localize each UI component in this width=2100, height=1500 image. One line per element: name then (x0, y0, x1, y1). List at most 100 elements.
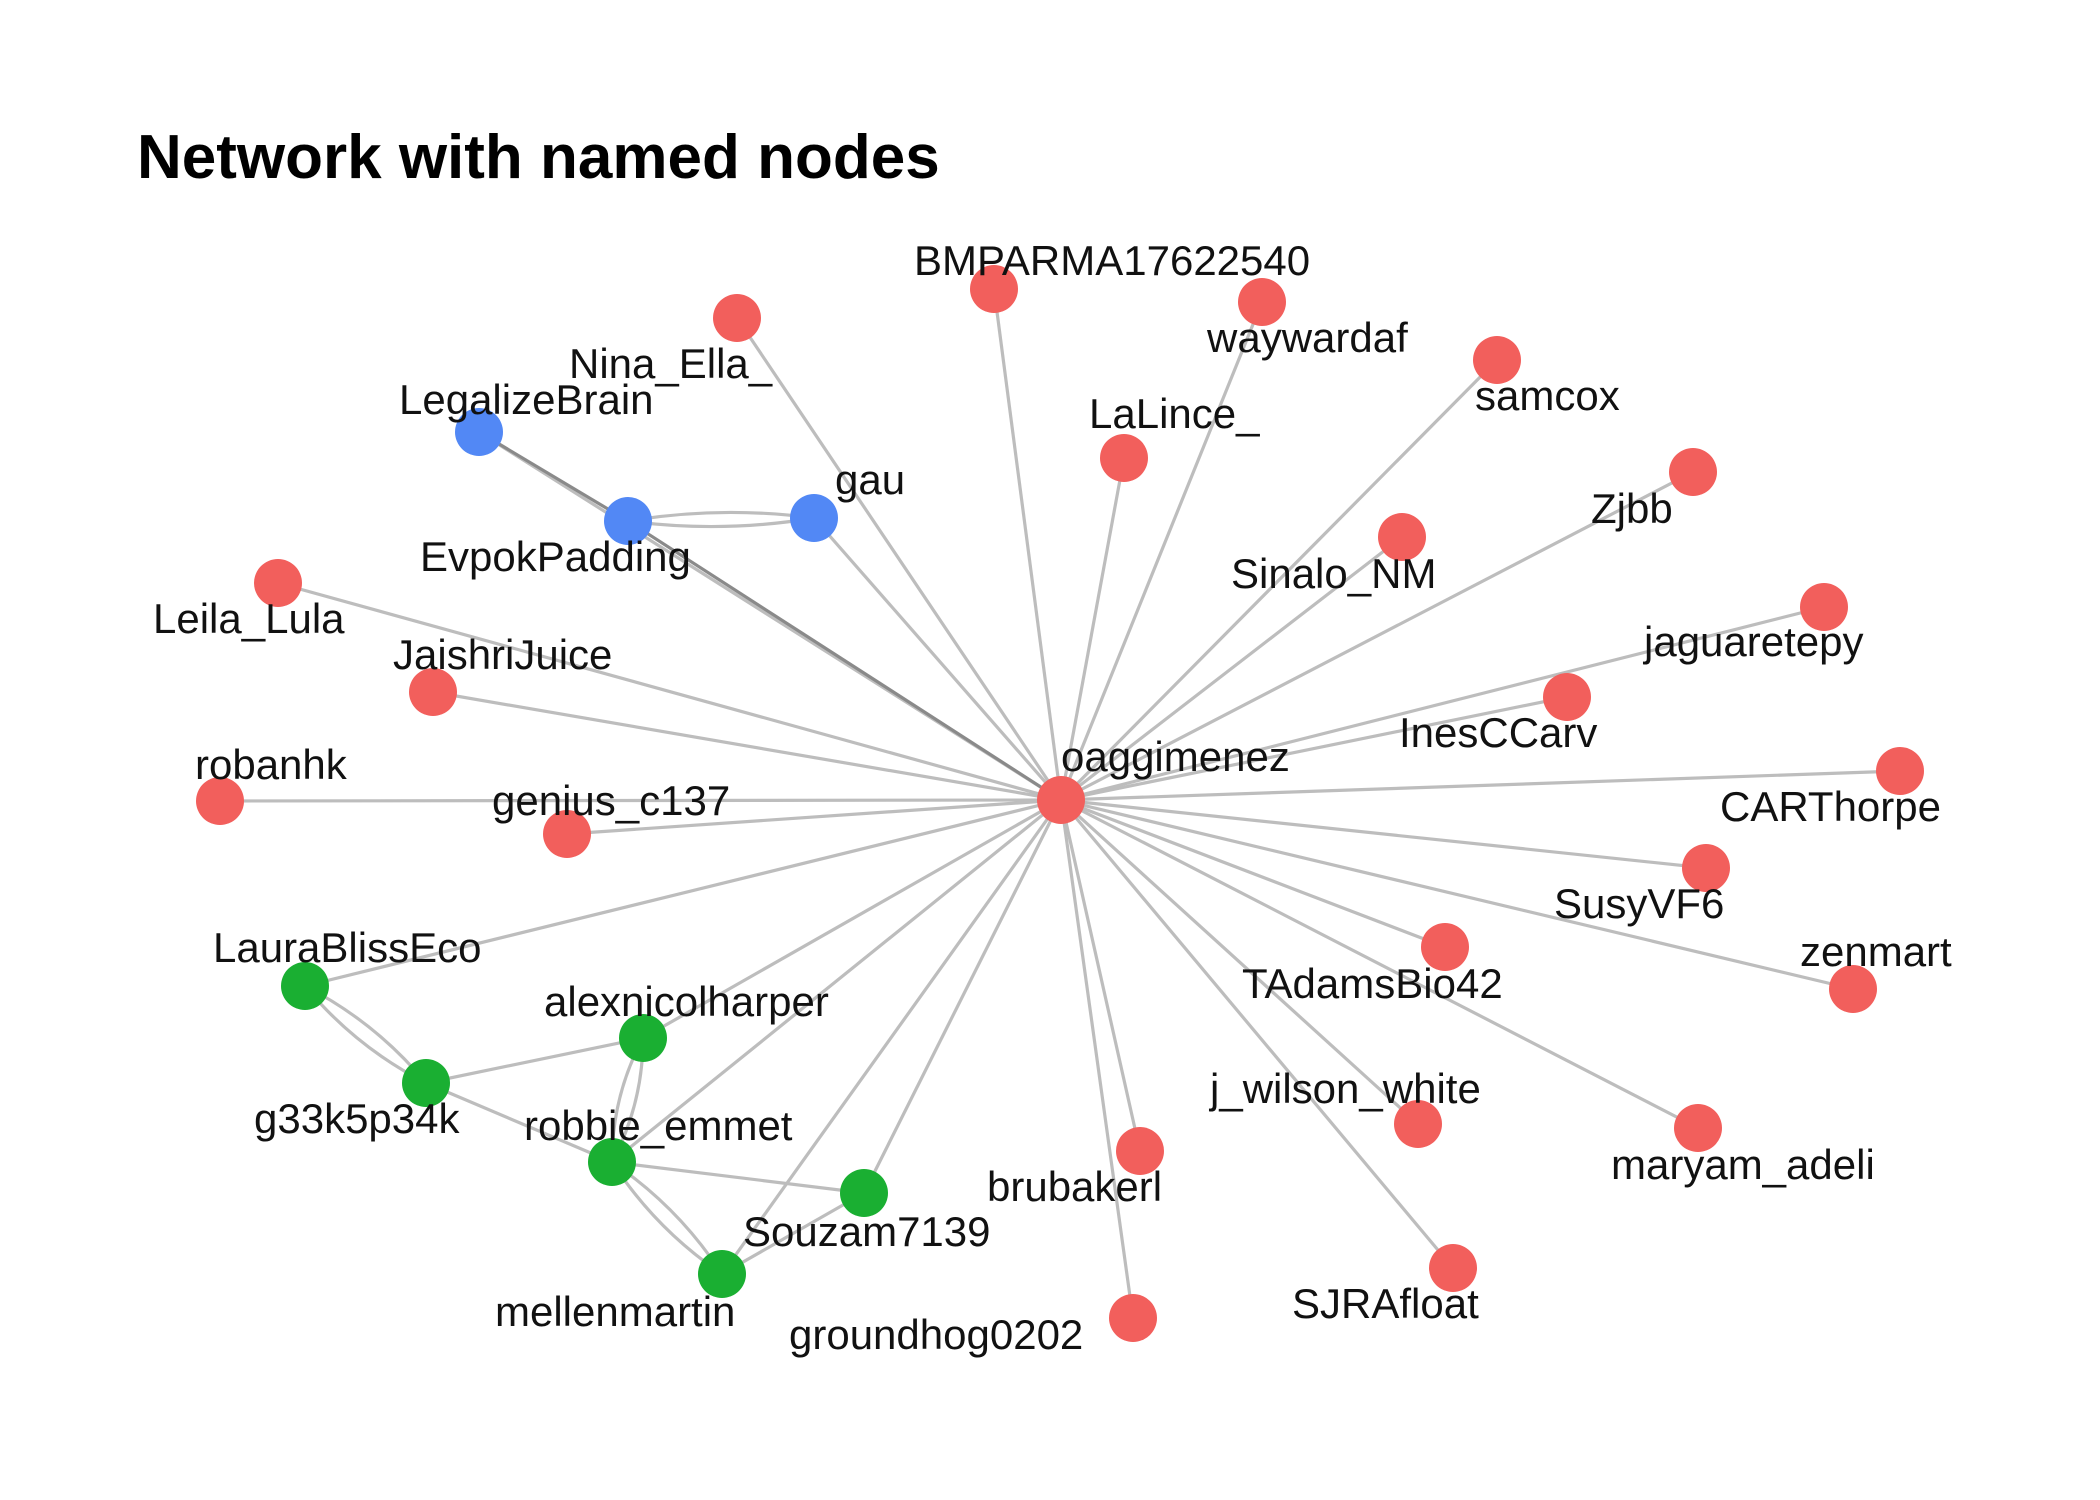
edge-oaggimenez-maryam-adeli (1060, 798, 1699, 1130)
node-label-oaggimenez: oaggimenez (1061, 733, 1290, 780)
node-sjrafloat[interactable] (1429, 1244, 1477, 1292)
node-label-lalince: LaLince_ (1089, 390, 1260, 437)
node-label-brubakerl: brubakerl (987, 1163, 1162, 1210)
node-robanhk[interactable] (196, 777, 244, 825)
node-layer (196, 265, 1924, 1342)
node-zenmart[interactable] (1829, 965, 1877, 1013)
edge-evpokpadding-gau (627, 516, 815, 529)
node-genius-c137[interactable] (543, 810, 591, 858)
edge-legalizebrain-evpokpadding (478, 430, 629, 523)
graph-title: Network with named nodes (137, 123, 940, 192)
node-zjbb[interactable] (1669, 448, 1717, 496)
edge-oaggimenez-mellenmartin (720, 799, 1063, 1275)
edge-oaggimenez-gau (812, 516, 1063, 802)
node-susyvf6[interactable] (1682, 844, 1730, 892)
node-label-nina-ella: Nina_Ella_ (569, 340, 773, 387)
node-oaggimenez[interactable] (1037, 776, 1085, 824)
node-sinalo-nm[interactable] (1378, 513, 1426, 561)
node-waywardaf[interactable] (1238, 278, 1286, 326)
node-label-mellenmartin: mellenmartin (495, 1288, 735, 1335)
node-label-inesccarv: InesCCarv (1399, 709, 1597, 756)
node-lalince[interactable] (1100, 434, 1148, 482)
edge-oaggimenez-leila-lula (277, 581, 1062, 802)
edge-g33k5p34k-alexnicolharper (425, 1036, 644, 1085)
edge-oaggimenez-susyvf6 (1060, 798, 1707, 870)
edge-oaggimenez-sinalo-nm (1060, 535, 1403, 802)
edge-oaggimenez-robanhk (219, 798, 1062, 803)
edge-oaggimenez-genius-c137 (566, 798, 1062, 836)
node-j-wilson-white[interactable] (1394, 1100, 1442, 1148)
edge-evpokpadding-gau (627, 510, 815, 523)
edge-oaggimenez-samcox (1059, 358, 1499, 802)
node-label-carthorpe: CARThorpe (1720, 783, 1941, 830)
node-groundhog0202[interactable] (1109, 1294, 1157, 1342)
node-label-gau: gau (835, 456, 905, 503)
node-label-alexnicolharper: alexnicolharper (544, 978, 829, 1025)
node-souzam7139[interactable] (840, 1169, 888, 1217)
node-jaguaretepy[interactable] (1800, 583, 1848, 631)
node-label-groundhog0202: groundhog0202 (789, 1311, 1083, 1358)
edge-oaggimenez-tadamsbio42 (1060, 798, 1446, 949)
node-label-sjrafloat: SJRAfloat (1292, 1280, 1479, 1327)
node-g33k5p34k[interactable] (402, 1059, 450, 1107)
node-label-laurablisseco: LauraBlissEco (213, 924, 481, 971)
edge-oaggimenez-lalince (1059, 457, 1126, 801)
edge-oaggimenez-robbie-emmet (610, 798, 1063, 1164)
node-label-waywardaf: waywardaf (1206, 314, 1408, 361)
node-evpokpadding[interactable] (604, 497, 652, 545)
node-label-zenmart: zenmart (1800, 928, 1952, 975)
edge-oaggimenez-groundhog0202 (1059, 799, 1135, 1319)
node-label-tadamsbio42: TAdamsBio42 (1242, 960, 1503, 1007)
edge-oaggimenez-zjbb (1060, 470, 1694, 802)
node-mellenmartin[interactable] (698, 1250, 746, 1298)
edge-oaggimenez-nina-ella (735, 317, 1063, 801)
node-legalizebrain[interactable] (455, 408, 503, 456)
edge-robbie-emmet-souzam7139 (611, 1160, 865, 1195)
node-label-robanhk: robanhk (195, 741, 348, 788)
node-label-bmparma17622540: BMPARMA17622540 (914, 237, 1310, 284)
edge-oaggimenez-bmparma17622540 (992, 288, 1063, 801)
edge-mellenmartin-souzam7139 (721, 1191, 865, 1276)
node-label-j-wilson-white: j_wilson_white (1208, 1065, 1481, 1112)
node-label-robbie-emmet: robbie_emmet (524, 1102, 793, 1149)
edge-oaggimenez-j-wilson-white (1059, 798, 1420, 1126)
node-label-zjbb: Zjbb (1591, 485, 1673, 532)
node-jaishrijuice[interactable] (409, 668, 457, 716)
node-label-legalizebrain: LegalizeBrain (399, 376, 654, 423)
node-carthorpe[interactable] (1876, 747, 1924, 795)
node-label-souzam7139: Souzam7139 (743, 1208, 991, 1255)
edge-oaggimenez-zenmart (1060, 798, 1854, 991)
edge-oaggimenez-souzam7139 (862, 799, 1063, 1194)
edge-oaggimenez-jaishrijuice (432, 690, 1062, 802)
edge-oaggimenez-sjrafloat (1059, 798, 1455, 1270)
node-label-jaguaretepy: jaguaretepy (1642, 618, 1864, 665)
node-label-susyvf6: SusyVF6 (1554, 880, 1724, 927)
edge-g33k5p34k-robbie-emmet (425, 1081, 613, 1164)
node-label-sinalo-nm: Sinalo_NM (1231, 550, 1436, 597)
edge-oaggimenez-brubakerl (1059, 799, 1142, 1152)
node-maryam-adeli[interactable] (1674, 1104, 1722, 1152)
edge-oaggimenez-laurablisseco (304, 798, 1062, 988)
edge-oaggimenez-jaguaretepy (1060, 605, 1825, 802)
node-nina-ella[interactable] (713, 294, 761, 342)
node-label-leila-lula: Leila_Lula (153, 595, 345, 642)
node-leila-lula[interactable] (254, 559, 302, 607)
node-robbie-emmet[interactable] (588, 1138, 636, 1186)
edge-oaggimenez-alexnicolharper (642, 798, 1062, 1040)
node-laurablisseco[interactable] (281, 962, 329, 1010)
node-tadamsbio42[interactable] (1421, 923, 1469, 971)
node-label-g33k5p34k: g33k5p34k (254, 1095, 461, 1142)
edge-oaggimenez-inesccarv (1060, 695, 1568, 802)
node-inesccarv[interactable] (1543, 673, 1591, 721)
node-samcox[interactable] (1473, 336, 1521, 384)
node-gau[interactable] (790, 494, 838, 542)
edge-oaggimenez-evpokpadding (627, 519, 1062, 802)
node-alexnicolharper[interactable] (619, 1014, 667, 1062)
node-brubakerl[interactable] (1116, 1127, 1164, 1175)
node-label-maryam-adeli: maryam_adeli (1611, 1141, 1875, 1188)
node-label-evpokpadding: EvpokPadding (420, 533, 691, 580)
edge-oaggimenez-waywardaf (1059, 301, 1264, 801)
node-bmparma17622540[interactable] (970, 265, 1018, 313)
